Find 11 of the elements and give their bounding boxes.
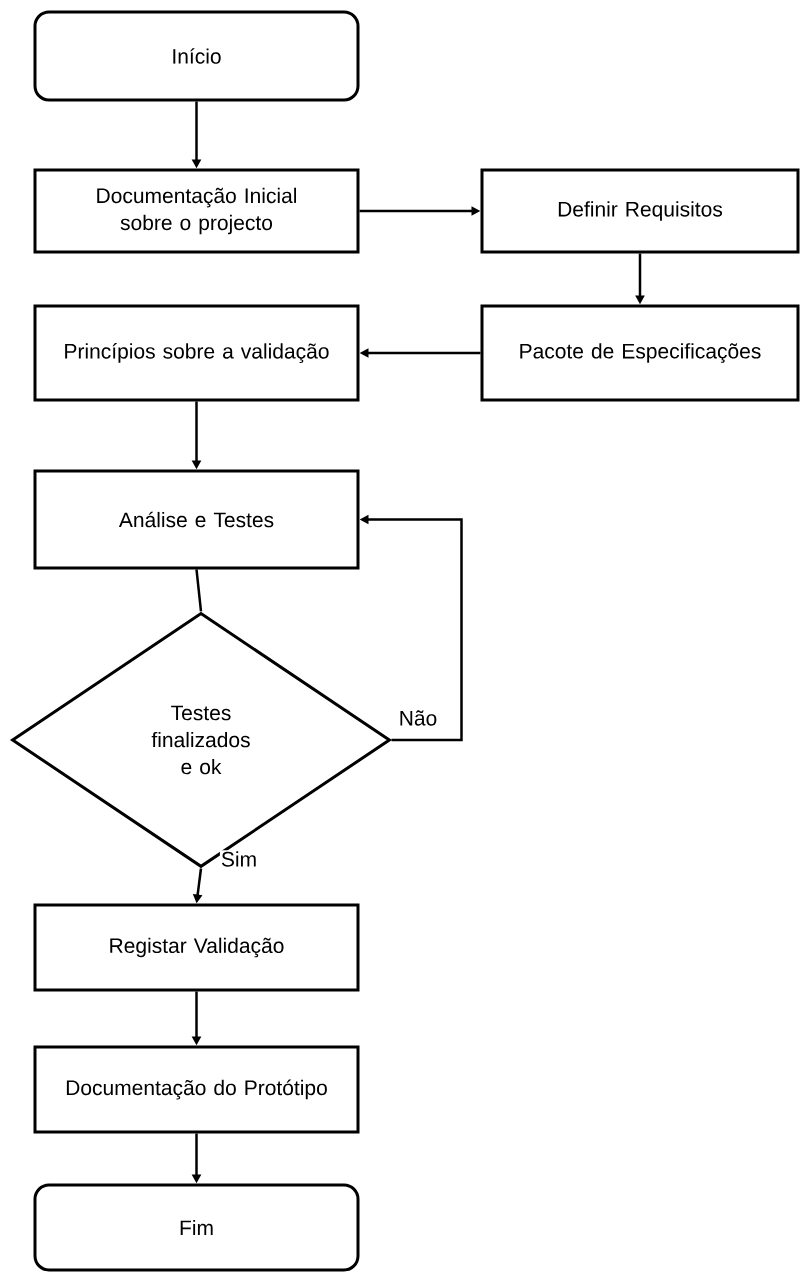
process-box: Princípios sobre a validação (33, 304, 360, 402)
edge-label: Não (397, 709, 439, 727)
terminal-box: Fim (33, 1183, 360, 1272)
edge-label: Sim (219, 850, 259, 868)
process-box: Definir Requisitos (480, 168, 800, 254)
process-box: Pacote de Especificações (480, 304, 800, 402)
process-box: Documentação Inicial sobre o projecto (33, 168, 360, 254)
process-box: Documentação do Protótipo (33, 1045, 360, 1134)
terminal-box: Início (33, 10, 360, 102)
process-box: Análise e Testes (33, 469, 360, 570)
process-box: Registar Validação (33, 903, 360, 992)
